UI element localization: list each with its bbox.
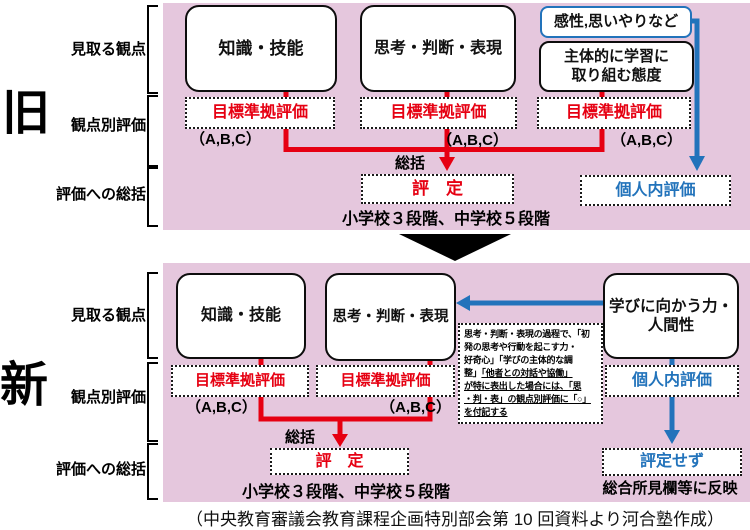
old-bracket-row2 bbox=[147, 95, 158, 167]
annotation-line: を付記する bbox=[464, 406, 508, 417]
old-criterion-box-3: 目標準拠評価 bbox=[537, 97, 691, 129]
annotation-line: 発の思考や行動を起こす力・ bbox=[464, 341, 577, 352]
new-abc-label-2: （A,B,C） bbox=[380, 399, 451, 416]
old-box-sensitivity: 感性,思いやりなど bbox=[540, 6, 692, 38]
old-box-knowledge-skills: 知識・技能 bbox=[185, 5, 337, 92]
new-scale-note: 小学校３段階、中学校５段階 bbox=[241, 484, 450, 501]
new-section-label: 新 bbox=[0, 359, 48, 412]
annotation-line: 好奇心」「学びの主体的な調 bbox=[464, 354, 573, 365]
new-box-learning-humanity: 学びに向かう力・ 人間性 bbox=[603, 273, 739, 359]
old-row-label-by-viewpoint: 観点別評価 bbox=[70, 117, 146, 134]
old-summary-label: 総括 bbox=[395, 155, 426, 172]
new-bracket-row3 bbox=[147, 443, 158, 500]
new-personal-evaluation-box: 個人内評価 bbox=[605, 365, 739, 397]
new-criterion-box-2: 目標準拠評価 bbox=[316, 365, 455, 397]
new-box-thinking-judgment-expression: 思考・判断・表現 bbox=[325, 273, 456, 361]
new-bracket-row1 bbox=[147, 272, 158, 359]
old-section-label: 旧 bbox=[2, 87, 50, 140]
old-abc-label-3: （A,B,C） bbox=[611, 132, 682, 149]
new-no-rating-box: 評定せず bbox=[602, 448, 742, 476]
old-scale-note: 小学校３段階、中学校５段階 bbox=[341, 211, 550, 228]
annotation-line: 整」「他者との対話や協働」 bbox=[464, 367, 573, 378]
new-reflect-note: 総合所見欄等に反映 bbox=[602, 480, 738, 497]
new-row-label-viewpoints: 見取る観点 bbox=[70, 307, 146, 324]
new-box-knowledge-skills: 知識・技能 bbox=[176, 273, 306, 359]
old-bracket-row1 bbox=[147, 5, 158, 94]
new-summary-label: 総括 bbox=[285, 429, 316, 446]
new-criterion-box-1: 目標準拠評価 bbox=[171, 365, 309, 397]
old-criterion-box-2: 目標準拠評価 bbox=[360, 97, 517, 129]
new-abc-label-1: （A,B,C） bbox=[186, 399, 257, 416]
old-box-thinking-judgment-expression: 思考・判断・表現 bbox=[360, 5, 516, 92]
old-bracket-row3 bbox=[147, 167, 158, 227]
new-rating-box: 評 定 bbox=[270, 448, 409, 475]
old-rating-box: 評 定 bbox=[361, 174, 514, 204]
old-abc-label-1: （A,B,C） bbox=[190, 131, 261, 148]
source-caption: （中央教育審議会教育課程企画特別部会第 10 回資料より河合塾作成） bbox=[185, 510, 724, 529]
old-personal-evaluation-box: 個人内評価 bbox=[580, 175, 731, 206]
annotation-line: が特に表出した場合には、「思 bbox=[464, 380, 582, 391]
new-row-label-by-viewpoint: 観点別評価 bbox=[70, 389, 146, 406]
old-abc-label-2: （A,B,C） bbox=[437, 132, 508, 149]
old-box-attitude: 主体的に学習に 取り組む態度 bbox=[539, 41, 694, 92]
old-row-label-overall: 評価への総括 bbox=[55, 186, 146, 203]
annotation-line: 思考・判断・表現の過程で、「初 bbox=[464, 329, 590, 339]
old-row-label-viewpoints: 見取る観点 bbox=[70, 41, 146, 58]
new-annotation-box: 思考・判断・表現の過程で、「初 発の思考や行動を起こす力・ 好奇心」「学びの主体… bbox=[458, 323, 603, 424]
section-transition-arrow-icon bbox=[399, 234, 511, 261]
new-bracket-row2 bbox=[147, 362, 158, 442]
annotation-line: ・判・表」の観点別評価に「○」 bbox=[464, 393, 591, 404]
old-criterion-box-1: 目標準拠評価 bbox=[185, 97, 335, 129]
new-row-label-overall: 評価への総括 bbox=[55, 461, 146, 478]
